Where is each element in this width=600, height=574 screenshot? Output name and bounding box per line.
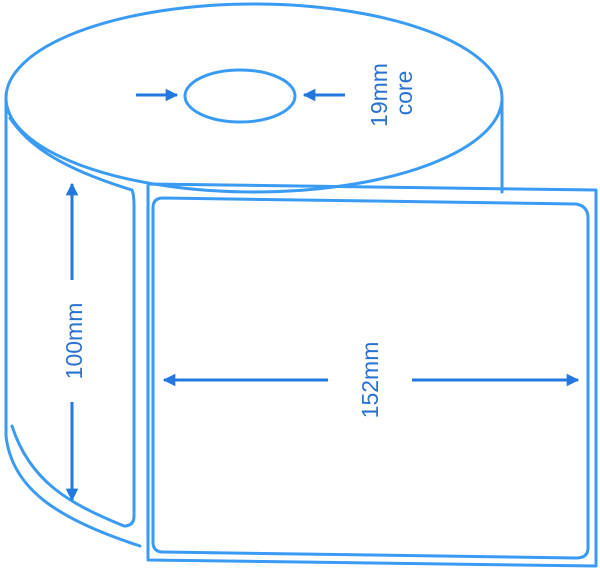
roll-left-side [4,96,142,548]
width-label: 152mm [357,342,383,419]
label-liner-outline [146,182,598,568]
label-rectangle [151,196,590,560]
wrapped-label-outline [8,116,136,528]
core-size-label: 19mm [366,63,392,127]
core-word-label: core [391,71,417,116]
core-hole [183,68,297,124]
roll-top-face [4,2,504,194]
height-label: 100mm [61,303,87,380]
